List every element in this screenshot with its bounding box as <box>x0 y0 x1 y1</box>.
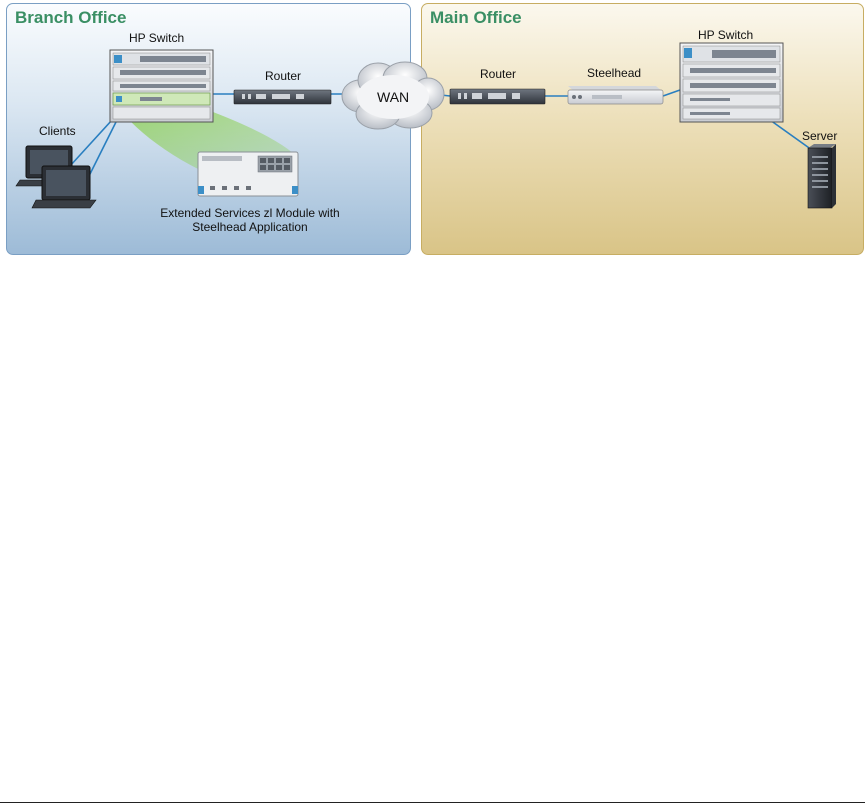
main-router-label: Router <box>480 67 517 81</box>
wan-cloud <box>341 61 445 130</box>
client-laptop-2 <box>31 165 97 209</box>
link-client2-switch <box>87 121 117 179</box>
server-device <box>807 144 836 209</box>
network-diagram: Branch Office Main Office <box>0 0 865 260</box>
module-label-line1: Extended Services zl Module with <box>160 206 340 220</box>
diagram-graphics <box>15 42 836 209</box>
server-label: Server <box>802 129 838 143</box>
branch-office-title: Branch Office <box>15 8 127 27</box>
link-steelhead-switch <box>662 89 681 97</box>
main-office-panel: Main Office <box>421 3 864 255</box>
branch-switch-label: HP Switch <box>129 31 185 45</box>
clients-label: Clients <box>39 124 76 138</box>
module-label-line2: Steelhead Application <box>192 220 308 234</box>
link-switch-server <box>769 119 813 151</box>
branch-switch-device <box>109 49 214 123</box>
main-router-device <box>449 88 546 105</box>
main-switch-label: HP Switch <box>698 28 754 42</box>
branch-router-device <box>233 89 332 105</box>
page-bottom-rule <box>0 802 865 803</box>
branch-router-label: Router <box>265 69 302 83</box>
steelhead-label: Steelhead <box>587 66 642 80</box>
wan-label: WAN <box>377 89 410 105</box>
main-switch-device <box>679 42 784 123</box>
link-client1-switch <box>69 119 113 167</box>
extended-services-module <box>197 151 299 197</box>
steelhead-device <box>567 86 664 105</box>
module-label: Extended Services zl Module with Steelhe… <box>150 206 350 234</box>
main-office-title: Main Office <box>430 8 522 27</box>
